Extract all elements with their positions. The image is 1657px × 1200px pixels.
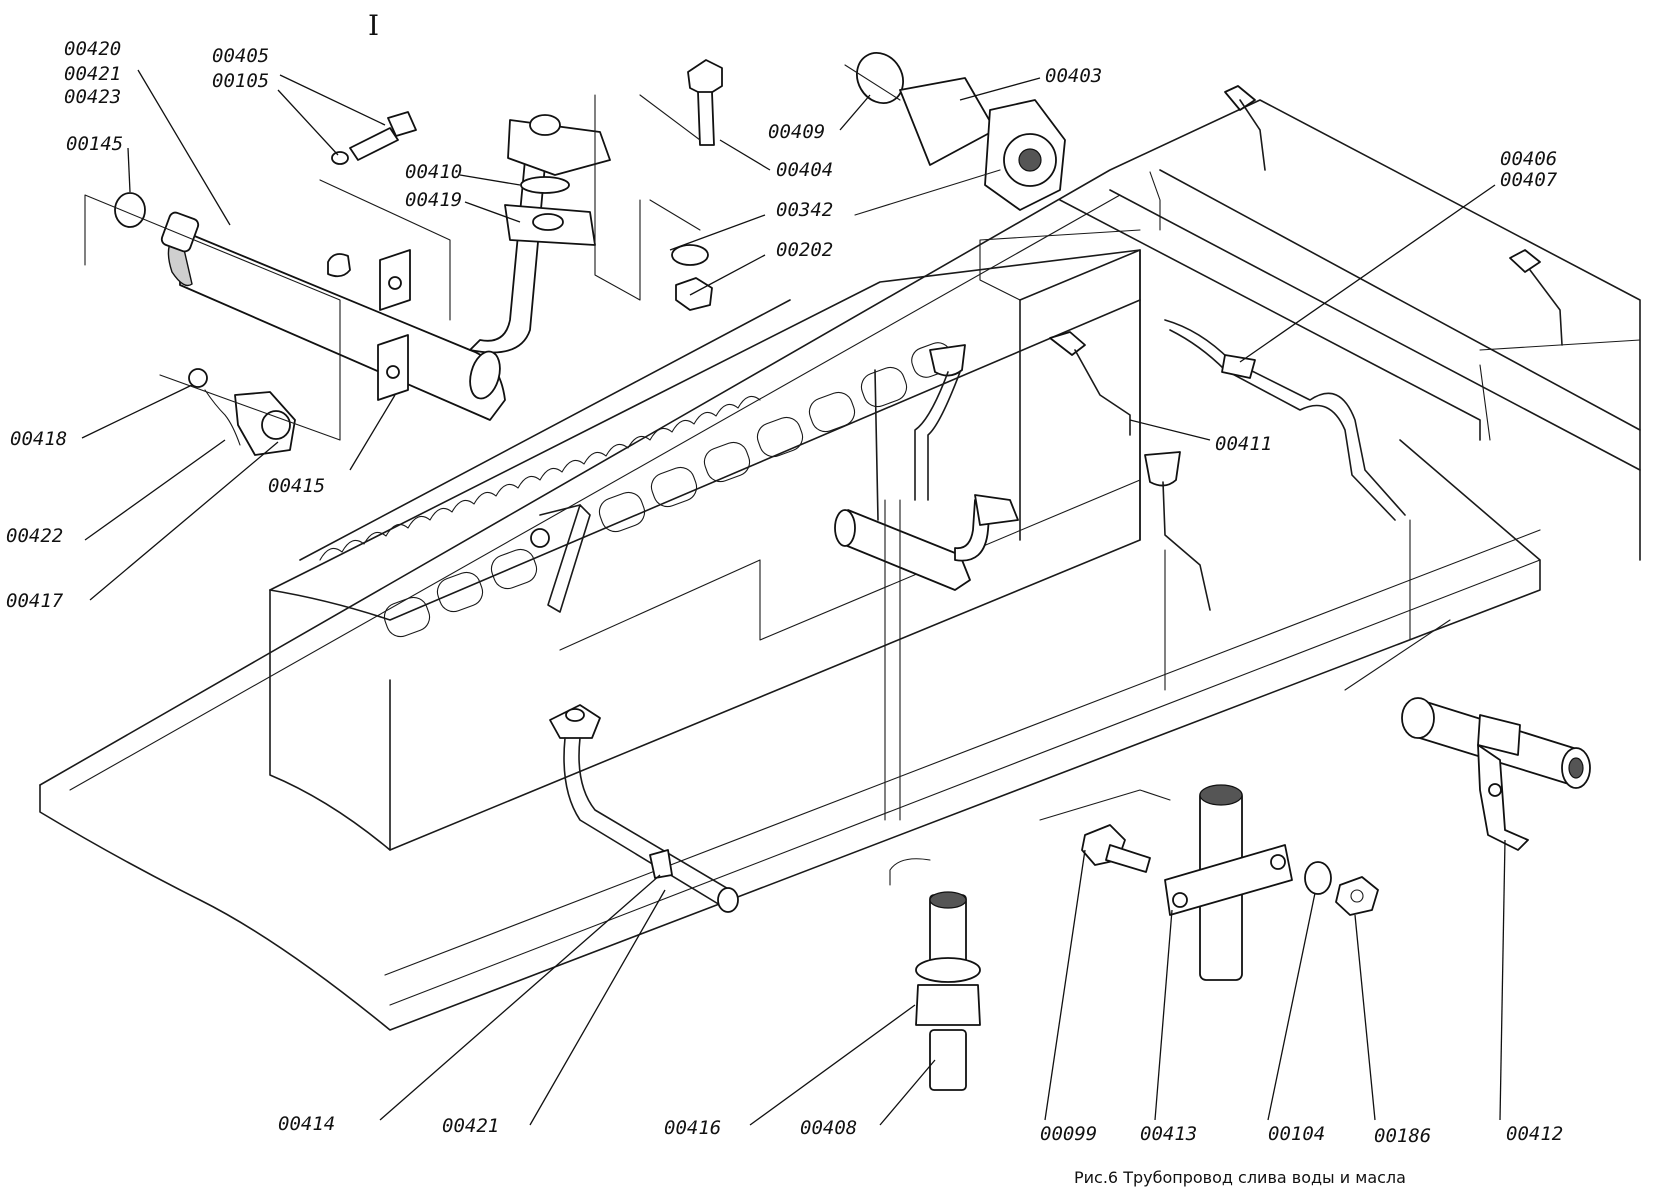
label-00409: 00409	[768, 121, 825, 143]
label-00422: 00422	[6, 525, 63, 547]
clamp-assembly-00413	[1081, 784, 1379, 981]
drain-pipe-lower-left	[549, 704, 739, 913]
label-00418: 00418	[10, 428, 67, 450]
part-number-labels: I 00420 00421 00423 00405 00105 00145 00…	[6, 9, 1563, 1187]
label-00407: 00407	[1500, 169, 1558, 191]
label-00420: 00420	[64, 38, 121, 60]
label-00412: 00412	[1506, 1123, 1563, 1145]
valve-assembly-top	[856, 52, 1066, 211]
label-00417: 00417	[6, 590, 64, 612]
label-00104: 00104	[1268, 1123, 1325, 1145]
cylinder-block	[269, 229, 1141, 851]
label-00423: 00423	[64, 86, 121, 108]
label-00145: 00145	[66, 133, 123, 155]
label-00405: 00405	[212, 45, 269, 67]
label-00421-bottom: 00421	[442, 1115, 499, 1137]
label-00415: 00415	[268, 475, 325, 497]
oil-drain-pipe-right	[1164, 85, 1563, 521]
fitting-00416-00408	[915, 891, 981, 1091]
label-00411: 00411	[1215, 433, 1272, 455]
label-00419: 00419	[405, 189, 462, 211]
label-00421-top: 00421	[64, 63, 121, 85]
label-00414: 00414	[278, 1113, 335, 1135]
label-00406: 00406	[1500, 148, 1557, 170]
label-00410: 00410	[405, 161, 462, 183]
label-00202: 00202	[776, 239, 833, 261]
drain-pipe-assembly-middle	[834, 331, 1211, 611]
label-00342: 00342	[776, 199, 833, 221]
drain-pipe-assembly-left	[114, 59, 723, 456]
clamp-00412	[1401, 697, 1591, 851]
label-00404: 00404	[776, 159, 833, 181]
label-00099: 00099	[1040, 1123, 1097, 1145]
leader-lines	[81, 64, 1506, 1126]
section-mark: I	[368, 9, 379, 42]
label-00403: 00403	[1045, 65, 1102, 87]
engine-base-frame	[39, 99, 1641, 1031]
label-00186: 00186	[1374, 1125, 1431, 1147]
label-00105: 00105	[212, 70, 269, 92]
figure-caption: Рис.6 Трубопровод слива воды и масла	[1074, 1168, 1406, 1187]
label-00408: 00408	[800, 1117, 857, 1139]
label-00416: 00416	[664, 1117, 721, 1139]
label-00413: 00413	[1140, 1123, 1197, 1145]
